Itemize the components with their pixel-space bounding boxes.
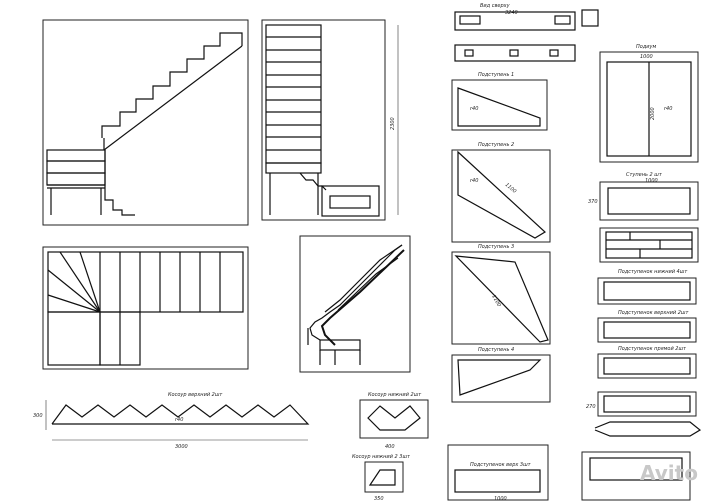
panel-frame [42,19,249,226]
panel-plan-view [42,246,249,370]
svg-text:1100: 1100 [504,182,518,195]
tread-1-title: Ступень 2 шт [626,172,663,178]
svg-text:350: 350 [374,496,384,502]
stringer-line [103,45,243,151]
svg-text:r40: r40 [175,417,183,423]
panel-tread-5: 270 [586,391,697,417]
stringer-title: Косоур верхний 2шт [168,392,223,398]
panel-tread-6 [594,421,702,437]
panel-front-elevation: 2300 [261,19,399,221]
panel-3d-view [299,235,411,373]
svg-text:300: 300 [33,413,43,419]
svg-text:1100: 1100 [490,294,502,308]
panel-frame [42,246,249,370]
panel-riser-1: Подступень 1 r40 [451,72,548,131]
panel-bottom-2 [581,451,691,501]
stringer-length: 3000 [175,444,188,450]
riser-2-title: Подступень 2 [478,142,514,148]
stair-profile-upper [101,32,243,138]
tread-2-title: Подступенок нижний 4шт [618,269,688,275]
riser-4-title: Подступень 4 [478,347,514,353]
svg-text:1000: 1000 [494,496,507,502]
panel-tread-2: Подступенок нижний 4шт [597,269,697,305]
panel-riser-4: Подступень 4 [451,347,551,403]
svg-text:r40: r40 [664,106,672,112]
panel-side-elevation [42,19,249,226]
winder-2-title: Косоур нижний 2 3шт [352,454,411,460]
svg-text:1000: 1000 [645,178,658,184]
panel-podium: Подиум 1000 2000 r40 [599,44,699,163]
podium-title: Подиум [636,44,656,50]
template-title: Вид сверху [480,3,511,9]
panel-tread-3: Подступенок верхний 2шт [597,310,697,343]
panel-riser-3: Подступень 3 1100 [451,244,551,345]
panel-riser-2: Подступень 2 r40 1100 [451,142,551,243]
svg-text:3240: 3240 [505,10,518,16]
svg-text:400: 400 [385,444,395,450]
stair-profile-lower [104,185,135,216]
riser-3-title: Подступень 3 [478,244,514,250]
panel-bottom-1: Подступенок верх 3шт 1000 [447,444,549,502]
lower-tread-3 [46,172,106,186]
riser-1-title: Подступень 1 [478,72,514,78]
svg-text:270: 270 [586,404,596,410]
svg-text:370: 370 [588,199,598,205]
panel-winder-2: Косоур нижний 2 3шт 350 [352,454,411,502]
svg-text:1000: 1000 [640,54,653,60]
landing-box [321,185,380,217]
height-dim-label: 2300 [390,117,396,130]
panel-boards [599,227,699,263]
tread-4-title: Подступенок прямой 2шт [618,346,687,352]
svg-text:r40: r40 [470,178,478,184]
panel-frame [261,19,386,221]
panel-winder-1: Косоур нижний 2шт 400 [359,392,429,450]
svg-text:r40: r40 [470,106,478,112]
panel-top-template: Вид сверху 3240 [454,3,599,62]
tread-3-title: Подступенок верхний 2шт [618,310,689,316]
watermark: Avito [640,461,698,485]
svg-text:2000: 2000 [650,107,656,120]
panel-tread-4: Подступенок прямой 2шт [597,346,697,379]
panel-frame [299,235,411,373]
tread-stack [265,24,322,164]
bottom-1-title: Подступенок верх 3шт [470,462,532,468]
winder-1-title: Косоур нижний 2шт [368,392,422,398]
lower-tread-1 [46,149,106,162]
stringer-shape [51,404,310,425]
panel-stringer: Косоур верхний 2шт r40 300 3000 [33,392,310,450]
panel-tread-1: Ступень 2 шт 1000 370 [588,172,699,221]
lower-tread-2 [46,160,106,174]
